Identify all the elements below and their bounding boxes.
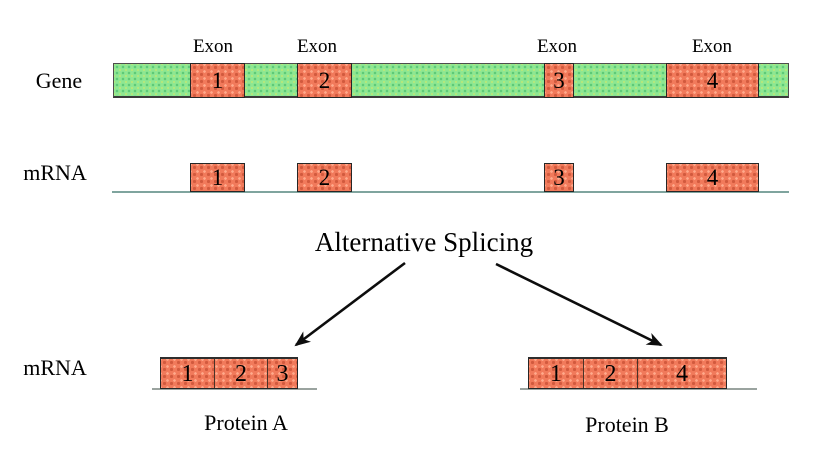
protein-a-exon-2: 2 [214, 359, 267, 388]
exon-header-4: Exon [691, 36, 733, 57]
protein-b-exon-1: 1 [550, 360, 562, 387]
gene-row-label: Gene [35, 68, 83, 93]
gene-exon-1: 1 [190, 63, 245, 98]
arrow-to-protein-b [495, 262, 663, 347]
protein-a-caption: Protein A [204, 410, 288, 435]
protein-b-mrna-box: 1 2 4 [528, 357, 727, 389]
exon-header-1: Exon [192, 36, 234, 57]
gene-exon-2: 2 [297, 63, 352, 98]
protein-a-baseline [152, 388, 317, 390]
arrow-to-protein-a [294, 261, 406, 347]
exon-header-3: Exon [536, 36, 578, 57]
protein-b-exon-2: 2 [583, 359, 637, 388]
gene-exon-3: 3 [544, 63, 574, 98]
mrna-exon-4: 4 [666, 163, 759, 192]
gene-exon-4: 4 [666, 63, 759, 98]
protein-a-exon-1: 1 [181, 360, 194, 387]
mrna-bottom-row-label: mRNA [23, 355, 87, 380]
splicing-title: Alternative Splicing [314, 227, 534, 257]
protein-b-baseline [520, 388, 757, 390]
protein-b-exon-4: 4 [637, 359, 726, 388]
mrna-baseline-top [112, 191, 789, 193]
protein-a-exon-3: 3 [267, 359, 297, 388]
protein-a-mrna-box: 1 2 3 [160, 357, 298, 389]
protein-b-caption: Protein B [585, 412, 669, 437]
mrna-exon-3: 3 [544, 163, 574, 192]
mrna-exon-2: 2 [297, 163, 352, 192]
exon-header-2: Exon [296, 36, 338, 57]
mrna-exon-1: 1 [190, 163, 245, 192]
mrna-top-row-label: mRNA [23, 160, 87, 185]
